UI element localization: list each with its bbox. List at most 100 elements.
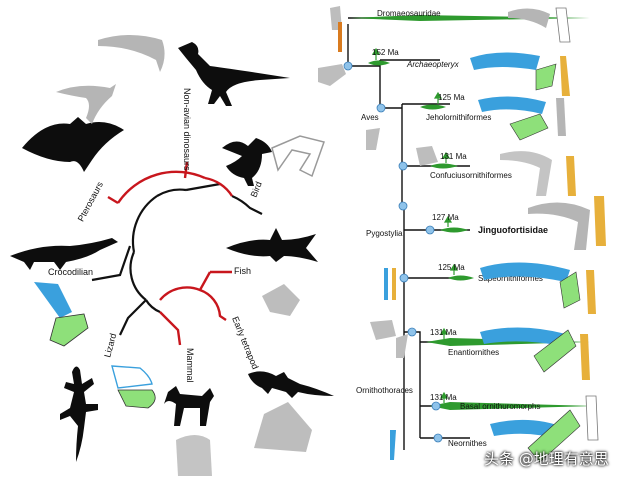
bone-sapeornithiformes-blue: [480, 262, 570, 282]
grey-bone-top: [98, 35, 165, 72]
age-arrowhead-enantiornithes: [439, 327, 449, 335]
tree-arc-inner: [131, 195, 158, 253]
grey-icon-node-3: [416, 146, 438, 166]
leg-icon-mid: [384, 268, 388, 300]
age-sapeornithiformes: 125 Ma: [438, 263, 465, 272]
leg-enantiornithes: [580, 334, 590, 380]
node-circle-6: [399, 273, 409, 283]
clade-confuciusornithiformes: Confuciusornithiformes: [430, 171, 512, 180]
branch-pygostylia: [403, 206, 430, 450]
age-archaeopteryx: 152 Ma: [372, 48, 399, 57]
leg-dromaeosauridae: [555, 7, 571, 43]
bone-jinguofortisidae: [528, 202, 590, 250]
tree-branch-dino: [185, 182, 221, 192]
tree-branch-mammal: [159, 311, 182, 346]
fish-silhouette: [226, 228, 318, 262]
age-confuciusornithiformes: 131 Ma: [440, 152, 467, 161]
node-circle-pygostylia: [398, 201, 408, 211]
right-bone-illustrations: [470, 7, 606, 463]
age-arrowhead-confuciusornithiformes: [441, 151, 451, 159]
tree-branch-tetrapod: [199, 288, 227, 321]
green-bone-lizard: [117, 389, 156, 409]
green-bar-confuciusornithiformes: [430, 163, 458, 169]
clade-archaeopteryx: Archaeopteryx: [406, 60, 460, 69]
tree-branch-crocodilian: [91, 245, 132, 282]
clade-neornithes: Neornithes: [448, 439, 487, 448]
leg-jeholornithiformes: [556, 98, 566, 136]
node-circle-aves: [376, 103, 386, 113]
tree-branch-bird: [231, 194, 263, 215]
age-arrowhead-archaeopteryx: [371, 47, 381, 55]
tree-branch-to-bird: [204, 176, 234, 197]
node-circle-ornithothoraces: [407, 327, 417, 337]
bone-enantiornithes-green: [533, 329, 577, 373]
green-bone-croc: [49, 313, 89, 347]
green-bar-basal-ornithuromorphs: [430, 402, 595, 410]
tree-arc-base: [145, 299, 161, 314]
age-jinguofortisidae: 127 Ma: [432, 213, 459, 222]
label-pterosaurs: Pterosaurs: [76, 180, 105, 224]
green-bar-jeholornithiformes: [420, 104, 446, 110]
green-bar-dromaeosauridae: [350, 15, 590, 21]
green-bar-sapeornithiformes: [448, 275, 474, 281]
grey-icon-aves: [366, 128, 380, 150]
bone-archaeopteryx-green: [535, 63, 557, 91]
bone-jeholornithiformes-blue: [478, 96, 546, 114]
tree-arc-red-top: [117, 170, 206, 204]
age-arrowhead-basal-ornithuromorphs: [439, 391, 449, 399]
label-early-tetrapod: Early tetrapod: [230, 315, 260, 371]
label-mammal: Mammal: [185, 348, 195, 383]
branch-dromaeosauridae: [347, 17, 420, 66]
grey-icon-node-1: [318, 64, 346, 86]
label-non-avian-dinosaurs: Non-avian dinosaurs: [182, 88, 192, 171]
tree-arc-lower: [129, 251, 147, 301]
tree-branch-nonavian: [183, 161, 189, 179]
blue-outline-bone-lizard: [111, 365, 153, 389]
age-arrowhead-jeholornithiformes: [433, 91, 443, 99]
clade-jinguofortisidae: Jinguofortisidae: [478, 225, 548, 235]
age-arrowhead-jinguofortisidae: [443, 215, 453, 223]
pterosaur-silhouette: [22, 117, 124, 172]
leg-neornithes: [585, 395, 599, 441]
leg-archaeopteryx: [560, 56, 570, 96]
leg-icon-mid-2: [392, 268, 396, 300]
bird-silhouette: [222, 138, 272, 186]
branch-archaeopteryx: [348, 59, 440, 108]
node-circle-8: [431, 401, 441, 411]
blue-bone-croc: [34, 282, 72, 318]
watermark: 头条 @地理有意思: [484, 450, 609, 468]
leg-jinguofortisidae: [594, 196, 606, 246]
bone-sapeornithiformes-green: [559, 271, 581, 309]
node-label-aves: Aves: [361, 113, 379, 122]
clade-sapeornithiformes: Sapeornithiformes: [478, 274, 543, 283]
bone-jeholornithiformes-green: [509, 113, 549, 141]
mammal-silhouette: [164, 386, 214, 426]
lizard-silhouette: [60, 366, 98, 462]
crocodilian-silhouette: [10, 238, 118, 270]
grey-icon-ornithothoraces-2: [396, 334, 408, 358]
bone-confuciusornithiformes: [500, 151, 552, 196]
clade-enantiornithes: Enantiornithes: [448, 348, 499, 357]
age-enantiornithes: 131 Ma: [430, 328, 457, 337]
leg-icon-top: [338, 22, 342, 52]
tree-branch-fish-stem: [159, 271, 212, 301]
label-lizard: Lizard: [102, 332, 118, 358]
left-circular-tree: Pterosaurs Non-avian dinosaurs Bird Croc…: [10, 35, 334, 476]
bird-bone-outline: [271, 135, 325, 178]
bone-enantiornithes-blue: [480, 327, 566, 346]
node-circle-5: [425, 225, 435, 235]
right-cladogram: Dromaeosauridae 152 Ma Archaeopteryx 125…: [318, 6, 606, 463]
green-bar-enantiornithes: [426, 338, 590, 346]
label-fish: Fish: [234, 266, 251, 276]
clade-jeholornithiformes: Jeholornithiformes: [426, 113, 491, 122]
grey-bone-fish: [262, 284, 300, 316]
node-label-pygostylia: Pygostylia: [366, 229, 403, 238]
label-crocodilian: Crocodilian: [48, 267, 93, 277]
grey-icon-ornithothoraces: [370, 320, 396, 340]
node-circle-1: [343, 61, 353, 71]
green-bar-archaeopteryx: [368, 60, 390, 66]
tree-arc-top: [156, 188, 187, 197]
grey-bone-pterosaur: [56, 84, 116, 124]
